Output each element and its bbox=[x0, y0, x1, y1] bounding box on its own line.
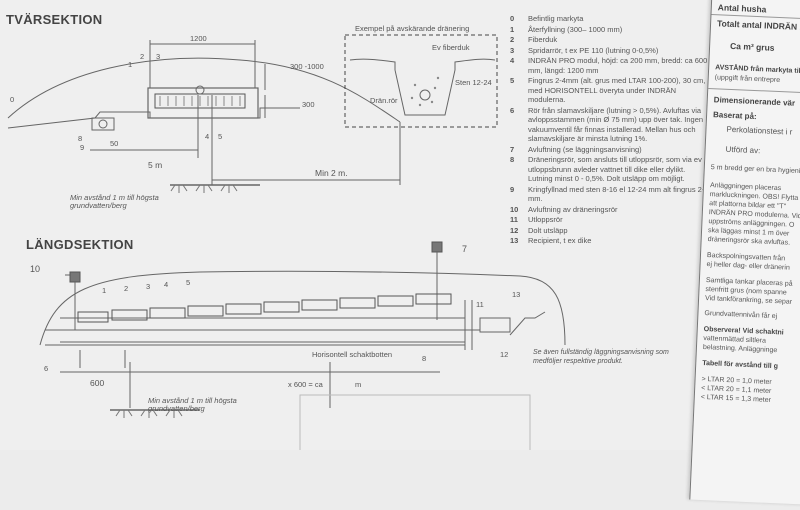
ls-num-11: 11 bbox=[476, 300, 484, 309]
example-sten: Sten 12-24 bbox=[455, 78, 492, 87]
cs-num-2: 2 bbox=[140, 52, 145, 61]
long-section-title: LÄNGDSEKTION bbox=[26, 237, 134, 252]
cross-section-title: TVÄRSEKTION bbox=[6, 12, 103, 27]
ls-num-2: 2 bbox=[124, 284, 129, 293]
cs-num-9: 9 bbox=[80, 143, 85, 152]
ls-num-1: 1 bbox=[102, 286, 107, 295]
dim-min: Min 2 m. bbox=[315, 168, 348, 178]
dim-length: 5 m bbox=[148, 160, 163, 170]
cs-num-0: 0 bbox=[10, 95, 15, 104]
panel-line: dräneringsrör ska avluftas. bbox=[707, 236, 791, 247]
dim-depth: 300 -1000 bbox=[290, 62, 324, 71]
ls-num-5: 5 bbox=[186, 278, 191, 287]
example-dran: Drän.rör bbox=[370, 96, 398, 105]
panel-line: (uppgift från entrepre bbox=[714, 74, 781, 85]
cs-num-3: 3 bbox=[156, 52, 161, 61]
dim-width-top: 1200 bbox=[190, 34, 207, 43]
cs-num-1: 1 bbox=[128, 60, 133, 69]
ls-num-13: 13 bbox=[512, 290, 521, 299]
ls-num-10: 10 bbox=[30, 264, 41, 274]
dim-small: 50 bbox=[110, 139, 119, 148]
panel-line: ej heller dag- eller dränerin bbox=[706, 261, 790, 272]
ls-unit: m bbox=[355, 380, 362, 389]
ls-num-7: 7 bbox=[462, 244, 468, 254]
technical-drawing bbox=[7, 34, 566, 450]
ls-num-4: 4 bbox=[164, 280, 169, 289]
ls-num-8: 8 bbox=[422, 354, 427, 363]
panel-line: Dimensionerande vär bbox=[713, 95, 796, 108]
ls-num-3: 3 bbox=[146, 282, 151, 291]
installation-note: Se även fullständig läggningsanvisning s… bbox=[533, 349, 669, 365]
cs-num-8: 8 bbox=[78, 134, 83, 143]
panel-line: Perkolationstest i r bbox=[726, 124, 793, 137]
ls-groundwater-note-2: grundvatten/berg bbox=[148, 404, 205, 413]
ls-num-6: 6 bbox=[44, 364, 49, 373]
panel-line: Vid tankförankring, se separ bbox=[704, 295, 793, 306]
ground-surface-line bbox=[7, 57, 401, 123]
panel-line: Baserat på: bbox=[712, 110, 757, 122]
panel-line: belastning. Anläggninge bbox=[702, 343, 778, 355]
panel-line: < LTAR 15 = 1,3 meter bbox=[700, 393, 772, 404]
panel-line: Antal husha bbox=[717, 2, 767, 15]
panel-line: Ca m³ grus bbox=[729, 40, 775, 53]
cs-groundwater-note-2: grundvatten/berg bbox=[70, 201, 127, 210]
drawing-sheet: TVÄRSEKTION 1200 300 -1000 300 50 5 m Mi… bbox=[6, 0, 800, 510]
panel-line: vattenmättad siltlera bbox=[703, 334, 767, 345]
cs-num-5: 5 bbox=[218, 132, 223, 141]
ls-num-12: 12 bbox=[500, 350, 509, 359]
example-fiberduk: Ev fiberduk bbox=[432, 43, 470, 52]
ls-dim-600: 600 bbox=[90, 378, 105, 388]
cs-groundwater-note-1: Min avstånd 1 m till högsta bbox=[70, 193, 159, 202]
panel-line: Grundvattennivån får ej bbox=[704, 309, 778, 321]
panel-line: AVSTÅND från markyta till bbox=[715, 64, 800, 76]
panel-line: Tabell för avstånd till g bbox=[702, 359, 779, 371]
cs-num-4: 4 bbox=[205, 132, 210, 141]
example-title: Exempel på avskärande dränering bbox=[355, 24, 470, 33]
dim-bed: 300 bbox=[302, 100, 315, 109]
panel-line: Totalt antal INDRÄN PRO bbox=[716, 18, 800, 32]
ls-horisontell: Horisontell schaktbotten bbox=[312, 350, 393, 359]
panel-line: 5 m bredd ger en bra hygienis bbox=[710, 164, 800, 176]
ls-length-formula: x 600 = ca bbox=[288, 380, 323, 389]
ls-groundwater-note-1: Min avstånd 1 m till högsta bbox=[148, 396, 237, 405]
panel-line: Utförd av: bbox=[725, 144, 761, 156]
